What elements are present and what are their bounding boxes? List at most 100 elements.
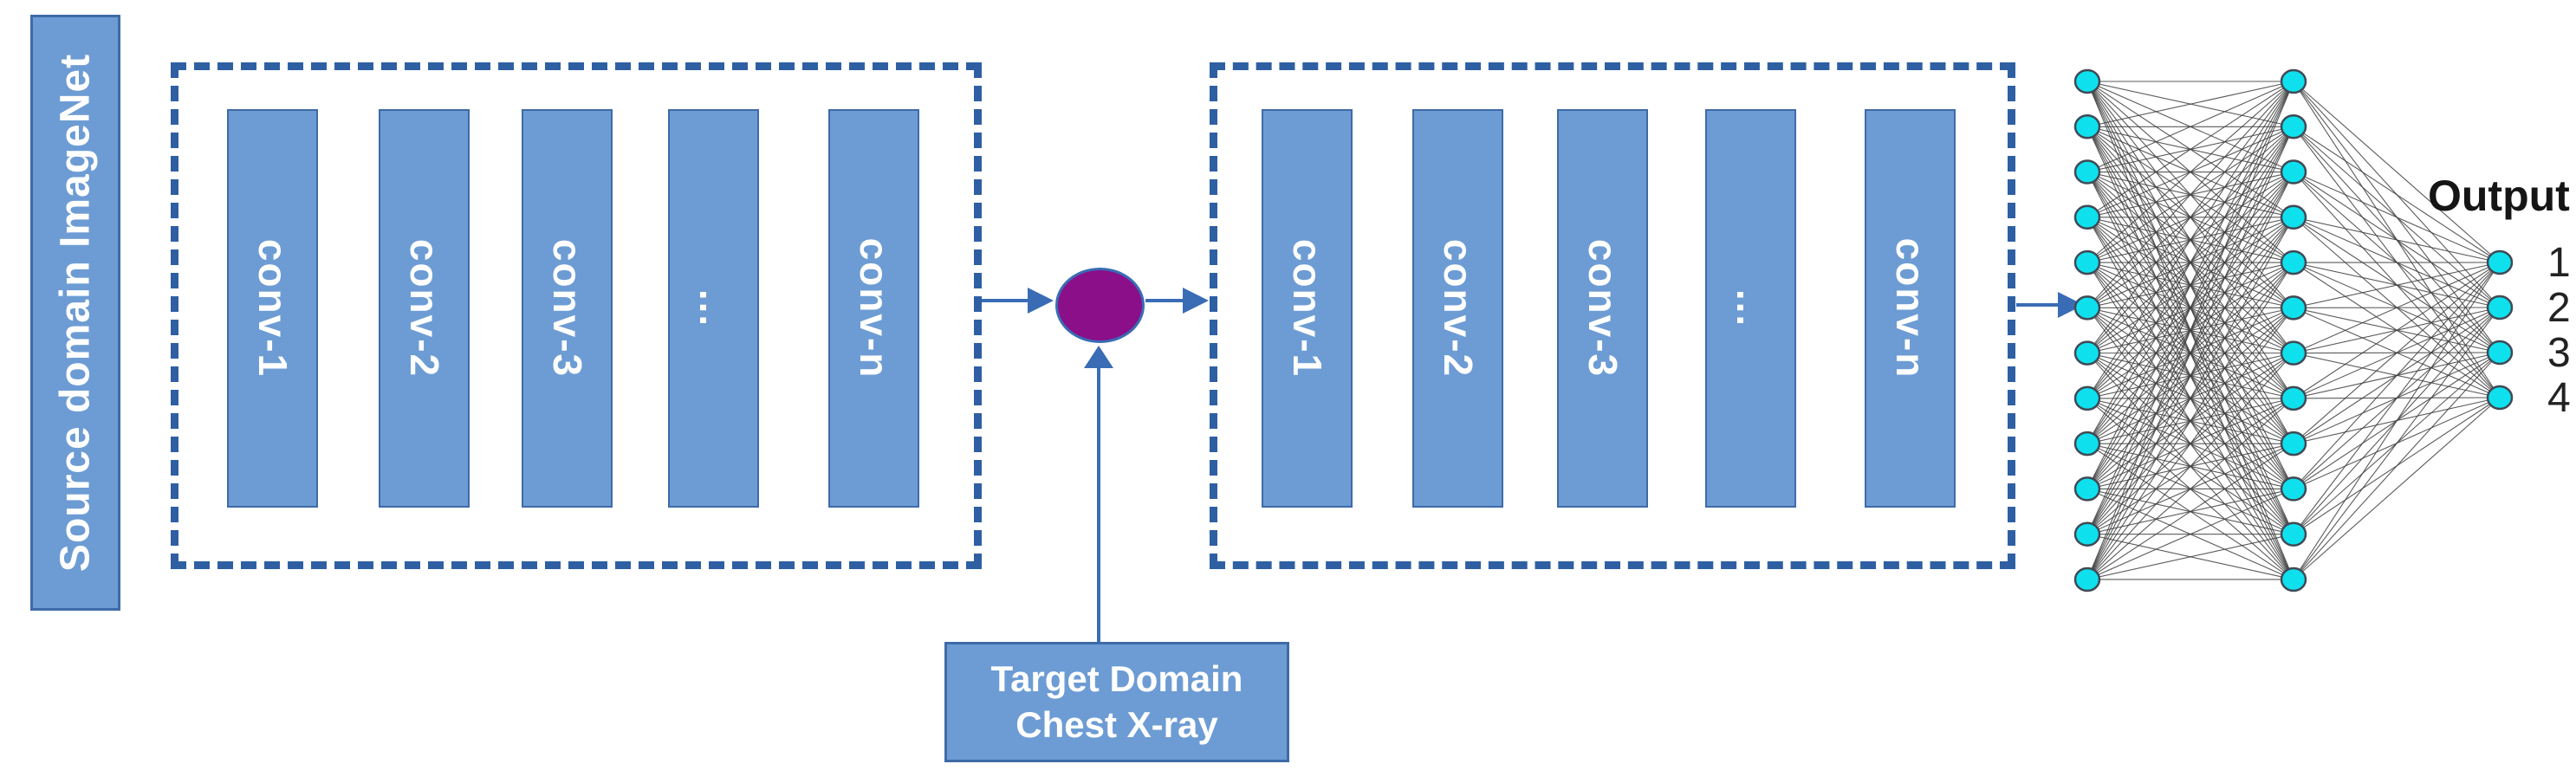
network-edge — [2086, 81, 2294, 263]
network-edge — [2086, 353, 2294, 580]
conv-layer-label: conv-1 — [1284, 238, 1330, 379]
network-edge — [2293, 262, 2501, 489]
network-node-hidden — [2280, 114, 2307, 139]
fully-connected-network — [2073, 68, 2514, 592]
network-edge — [2086, 81, 2294, 399]
network-node-output — [2486, 249, 2514, 275]
network-edge — [2086, 443, 2294, 580]
network-node-hidden — [2280, 295, 2307, 321]
arrow-stack-to-network — [2016, 303, 2060, 307]
network-node-hidden — [2280, 204, 2307, 230]
conv-layer-label: conv-2 — [401, 238, 447, 379]
network-edge — [2086, 172, 2294, 580]
arrowhead-source-to-junction-icon — [1028, 288, 1054, 314]
output-class-label: 4 — [2547, 374, 2571, 421]
network-edge — [2293, 262, 2501, 354]
output-title: Output — [2428, 172, 2570, 220]
conv-layer-bar: conv-3 — [522, 109, 613, 508]
network-edge — [2293, 397, 2501, 580]
target-domain-box-text: Target Domain Chest X-ray — [947, 644, 1287, 760]
network-edge — [2086, 217, 2294, 580]
network-node-input — [2073, 385, 2101, 411]
network-node-input — [2073, 567, 2101, 592]
network-edge — [2086, 81, 2294, 308]
network-edge — [2086, 126, 2294, 580]
network-edge — [2293, 81, 2501, 263]
network-edge — [2086, 81, 2294, 127]
network-edge — [2293, 217, 2501, 263]
network-edge — [2086, 81, 2294, 218]
conv-layer-label: conv-2 — [1435, 238, 1481, 379]
network-node-input — [2073, 114, 2101, 139]
network-edge — [2086, 488, 2294, 580]
source-domain-label: Source domain ImageNet — [52, 53, 99, 573]
network-edge — [2293, 262, 2501, 444]
network-edge — [2086, 81, 2294, 580]
network-node-input — [2073, 68, 2101, 94]
conv-layer-label: conv-n — [1887, 237, 1933, 379]
network-node-hidden — [2280, 385, 2307, 411]
network-edge — [2086, 262, 2294, 580]
conv-layer-label: ... — [691, 288, 736, 328]
network-edge — [2293, 262, 2501, 399]
conv-layer-bar: conv-n — [828, 109, 919, 508]
network-node-input — [2073, 476, 2101, 502]
network-node-input — [2073, 431, 2101, 456]
network-edge — [2293, 262, 2501, 308]
target-domain-line1: Target Domain — [990, 658, 1243, 699]
network-edge — [2086, 81, 2294, 444]
conv-layer-label: conv-n — [851, 237, 897, 379]
conv-layer-label: conv-1 — [250, 238, 295, 379]
network-edge — [2086, 81, 2294, 489]
target-domain-line2: Chest X-ray — [1015, 703, 1218, 745]
conv-layer-bar: conv-1 — [227, 109, 318, 508]
network-node-input — [2073, 204, 2101, 230]
conv-layer-bar: ... — [1705, 109, 1796, 508]
network-edge — [2293, 172, 2501, 263]
arrow-junction-to-target-stack — [1145, 299, 1184, 302]
target-conv-stack-box — [1210, 62, 2015, 569]
network-node-hidden — [2280, 476, 2307, 502]
network-edge — [2293, 126, 2501, 263]
network-node-hidden — [2280, 567, 2307, 592]
network-node-hidden — [2280, 521, 2307, 547]
network-edge — [2293, 262, 2501, 580]
network-edge — [2086, 81, 2294, 534]
output-class-label: 3 — [2547, 329, 2571, 376]
source-conv-stack-box — [171, 62, 982, 569]
output-class-label: 2 — [2547, 284, 2571, 331]
network-node-output — [2486, 385, 2514, 411]
conv-layer-bar: conv-n — [1865, 109, 1956, 508]
conv-layer-bar: conv-2 — [1412, 109, 1503, 508]
output-class-label: 1 — [2547, 239, 2571, 286]
network-node-input — [2073, 159, 2101, 185]
conv-layer-bar: ... — [668, 109, 759, 508]
network-node-output — [2486, 295, 2514, 321]
conv-layer-label: conv-3 — [1580, 238, 1625, 379]
network-edge — [2086, 534, 2294, 580]
network-node-input — [2073, 295, 2101, 321]
conv-layer-bar: conv-3 — [1557, 109, 1648, 508]
arrowhead-junction-to-target-stack-icon — [1183, 288, 1209, 314]
network-node-hidden — [2280, 340, 2307, 366]
target-domain-box: Target Domain Chest X-ray — [944, 642, 1289, 762]
network-node-input — [2073, 521, 2101, 547]
network-edge — [2086, 81, 2294, 173]
network-node-input — [2073, 249, 2101, 275]
arrow-source-to-junction — [982, 299, 1028, 302]
conv-layer-label: conv-3 — [544, 238, 590, 379]
network-edge — [2086, 398, 2294, 580]
conv-layer-bar: conv-1 — [1262, 109, 1353, 508]
network-edge — [2086, 308, 2294, 580]
conv-layer-label: ... — [1728, 288, 1774, 328]
source-domain-label-box: Source domain ImageNet — [30, 15, 120, 611]
network-edge — [2293, 262, 2501, 535]
network-node-output — [2486, 340, 2514, 366]
network-node-input — [2073, 340, 2101, 366]
network-node-hidden — [2280, 68, 2307, 94]
network-edge — [2293, 352, 2501, 580]
network-node-hidden — [2280, 249, 2307, 275]
network-edge — [2293, 307, 2501, 580]
network-edge — [2086, 81, 2294, 353]
